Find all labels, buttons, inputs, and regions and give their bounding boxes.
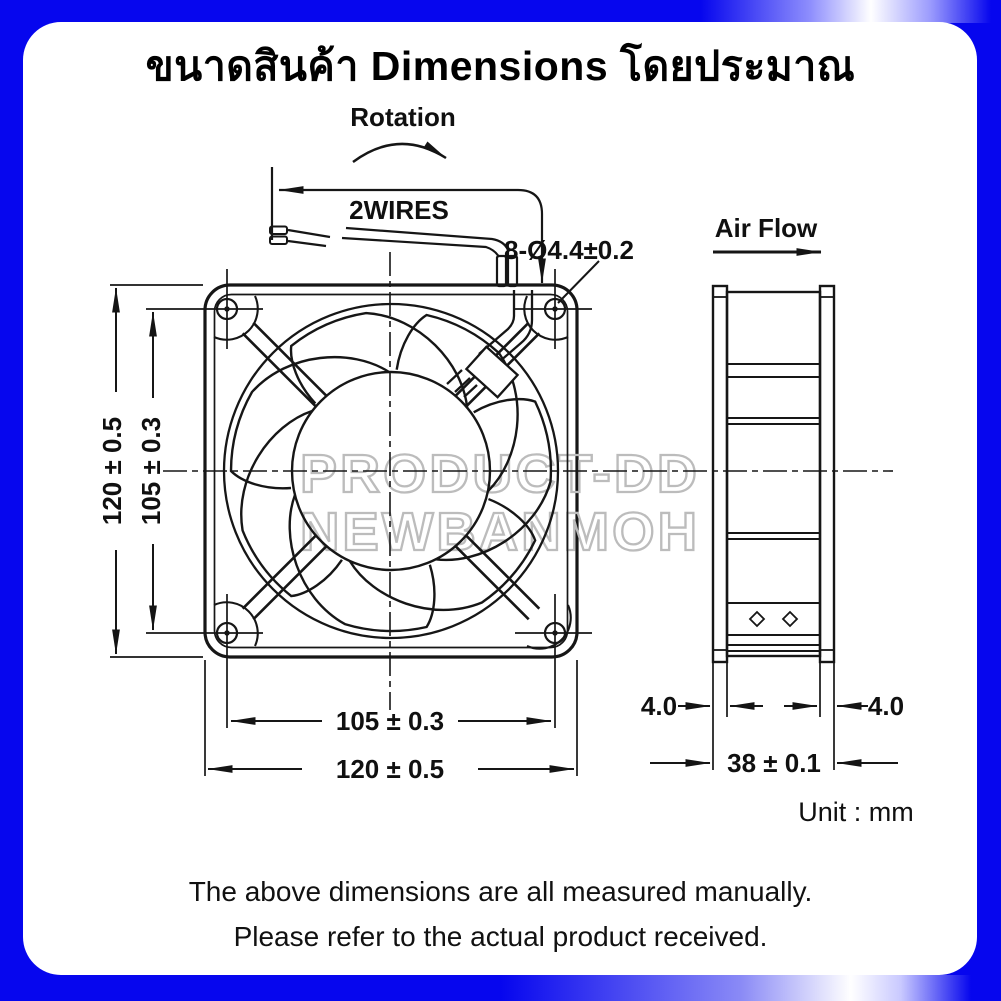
mounting-holes-label: 8-Ø4.4±0.2 xyxy=(504,235,634,265)
air-flow-label: Air Flow xyxy=(715,213,818,243)
fan-front-view xyxy=(146,269,592,728)
page-title: ขนาดสินค้า Dimensions โดยประมาณ xyxy=(145,43,856,89)
wires-and-rotation xyxy=(269,141,546,288)
wire-connector-tip xyxy=(269,235,288,245)
watermark-line2: NEWBANMOH xyxy=(300,502,700,562)
footer-note-1: The above dimensions are all measured ma… xyxy=(188,876,813,907)
rotation-label: Rotation xyxy=(350,102,455,132)
label-hole xyxy=(748,610,766,628)
side-view-left-flange xyxy=(711,284,729,664)
side-depth-dim: 38 ± 0.1 xyxy=(727,748,821,778)
watermark-line1: PRODUCT-DD xyxy=(300,444,700,504)
label-hole xyxy=(781,610,799,628)
wire-pair xyxy=(287,226,510,258)
footer-note-2: Please refer to the actual product recei… xyxy=(233,921,768,952)
lead-wire-bundle xyxy=(446,290,534,399)
watermark: PRODUCT-DD NEWBANMOH xyxy=(299,443,700,563)
side-view-body xyxy=(725,290,822,658)
side-view-section-lines xyxy=(727,363,820,652)
unit-label: Unit : mm xyxy=(798,797,914,827)
front-hole-pitch-h-dim: 105 ± 0.3 xyxy=(336,706,444,736)
strain-relief-block xyxy=(464,345,520,399)
dimension-lines xyxy=(110,248,898,776)
side-left-flange-dim: 4.0 xyxy=(641,691,677,721)
side-right-flange-dim: 4.0 xyxy=(868,691,904,721)
centerlines xyxy=(163,252,893,710)
wire-connector-tip xyxy=(269,225,288,235)
front-width-dim: 120 ± 0.5 xyxy=(336,754,444,784)
front-hole-pitch-v-dim: 105 ± 0.3 xyxy=(136,417,166,525)
wire-grommet xyxy=(506,254,519,288)
content-card xyxy=(23,22,977,975)
hole-tick-lines xyxy=(146,269,592,728)
diagram-labels: Rotation 2WIRES 8-Ø4.4±0.2 Air Flow 120 … xyxy=(97,102,914,827)
flange-lug-lines xyxy=(713,296,834,651)
hole-leader-line xyxy=(557,260,600,304)
wire-exit-arrow-down xyxy=(505,188,546,284)
wire-grommet xyxy=(495,254,508,288)
front-height-dim: 120 ± 0.5 xyxy=(97,417,127,525)
rotation-arrow xyxy=(352,141,447,164)
fan-frame-inner-line xyxy=(213,293,569,649)
extension-lines xyxy=(110,284,835,776)
side-view-right-flange xyxy=(818,284,836,664)
hub-circle xyxy=(290,370,492,572)
wires-label: 2WIRES xyxy=(349,195,449,225)
frame-bottom-gradient xyxy=(0,975,1001,1001)
fan-side-view xyxy=(713,296,834,652)
frame-top-gradient xyxy=(0,0,1001,23)
venturi-circle xyxy=(222,302,560,640)
dimension-arrows xyxy=(112,287,898,773)
